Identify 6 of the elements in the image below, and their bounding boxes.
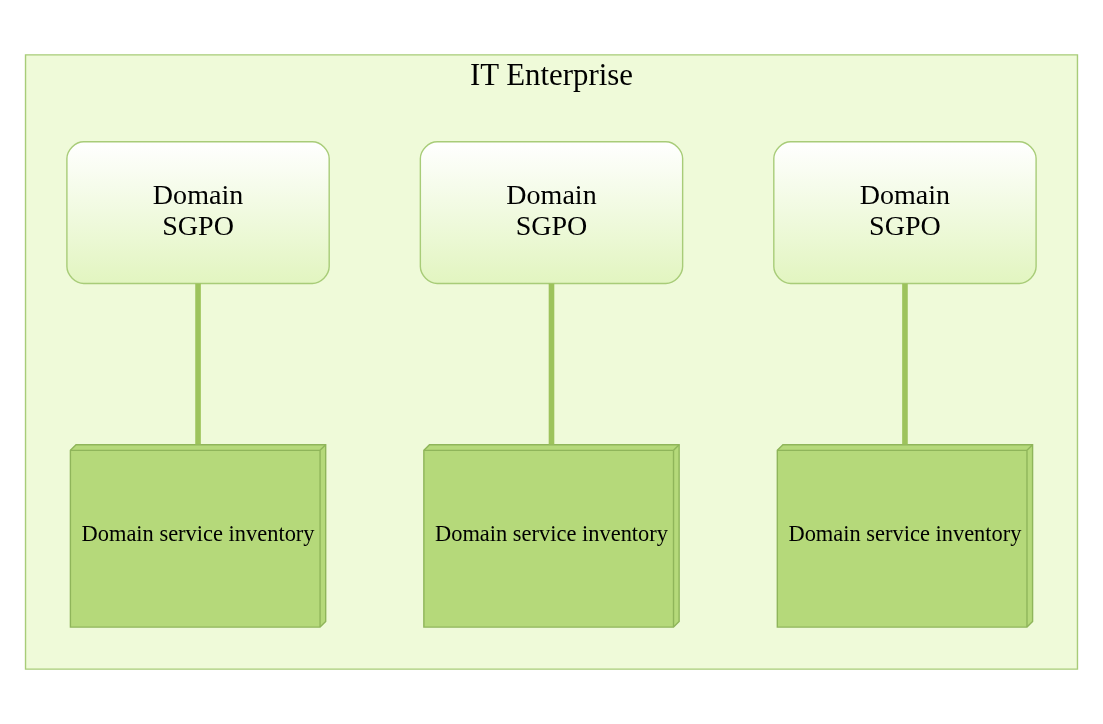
connector xyxy=(548,283,555,445)
node-box: Domain SGPO xyxy=(419,141,684,285)
node-box: Domain SGPO xyxy=(773,141,1037,285)
connector xyxy=(195,283,201,445)
connector xyxy=(902,283,908,445)
node-box: Domain SGPO xyxy=(66,141,330,285)
